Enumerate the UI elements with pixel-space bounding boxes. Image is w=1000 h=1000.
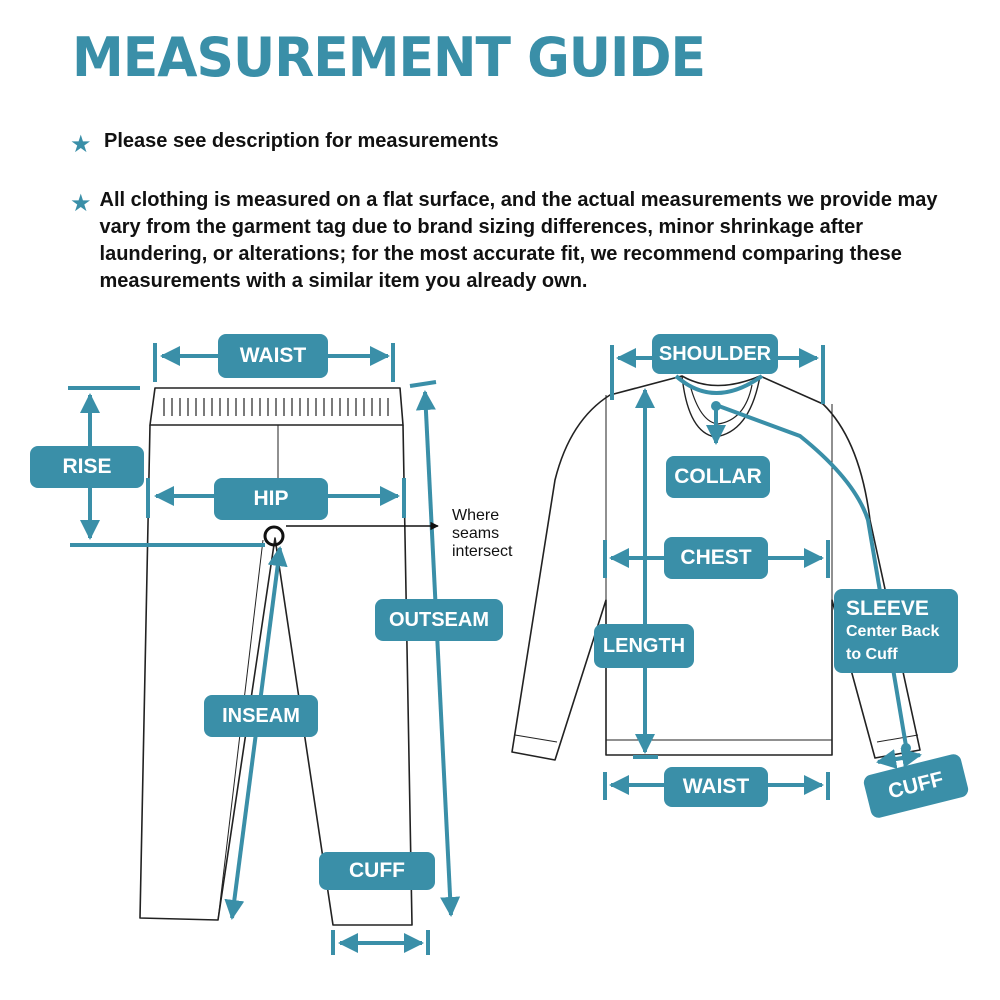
- seam-note-line: seams: [452, 525, 500, 542]
- bullet-text: All clothing is measured on a flat surfa…: [99, 189, 938, 292]
- shirt-shoulder-label: SHOULDER: [652, 334, 778, 374]
- star-icon: ★: [70, 130, 92, 158]
- seam-intersection-marker: [263, 521, 439, 547]
- page-title: MEASUREMENT GUIDE: [72, 26, 706, 90]
- shirt-chest-label: CHEST: [664, 537, 768, 579]
- shirt-waist-label: WAIST: [664, 767, 768, 807]
- sleeve-sub: to Cuff: [846, 645, 898, 663]
- sleeve-sub: Center Back: [846, 622, 940, 640]
- bullet-text: Please see description for measurements: [104, 130, 499, 152]
- seam-note-line: Where: [452, 507, 500, 524]
- bullet-item: ★ All clothing is measured on a flat sur…: [70, 187, 940, 295]
- pants-cuff-label: CUFF: [319, 852, 435, 890]
- pants-outline: [139, 387, 413, 926]
- seam-note-line: intersect: [452, 543, 513, 560]
- seam-note: Where seams intersect: [452, 507, 512, 561]
- pants-inseam-label: INSEAM: [204, 695, 318, 737]
- sleeve-title: SLEEVE: [846, 596, 929, 620]
- pants-waist-label: WAIST: [218, 334, 328, 378]
- pants-hip-label: HIP: [214, 478, 328, 520]
- shirt-sleeve-label: SLEEVE Center Back to Cuff: [834, 589, 958, 673]
- bullet-item: ★ Please see description for measurement…: [70, 128, 940, 158]
- pants-outseam-label: OUTSEAM: [375, 599, 503, 641]
- shirt-collar-label: COLLAR: [666, 456, 770, 498]
- pants-rise-label: RISE: [30, 446, 144, 488]
- shirt-length-label: LENGTH: [594, 624, 694, 668]
- star-icon: ★: [70, 189, 92, 217]
- sleeve-endpoints: [711, 401, 911, 753]
- shirt-measure-lines: [603, 345, 922, 800]
- waistband-ribbing: [163, 398, 389, 416]
